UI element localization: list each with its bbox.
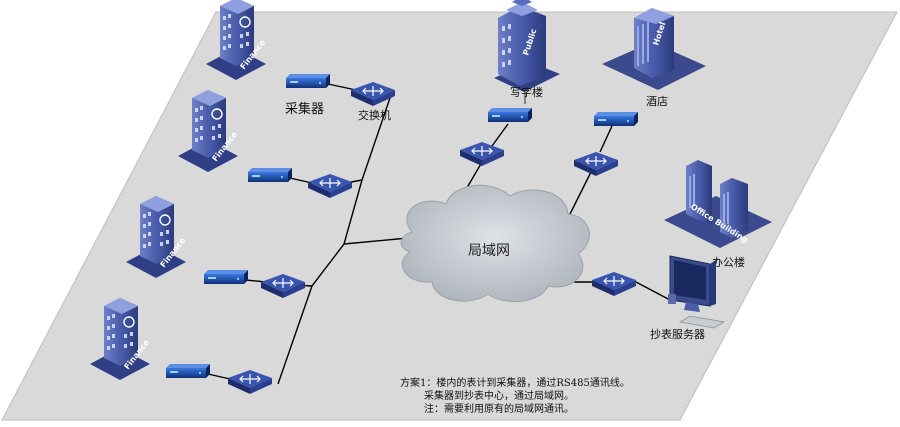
collector-3 [204, 270, 248, 284]
collector-4 [166, 364, 210, 378]
server-label: 抄表服务器 [650, 327, 705, 341]
collector-5 [488, 108, 532, 122]
collector-6 [594, 112, 638, 126]
office-building-label: 办公楼 [712, 255, 745, 269]
hotel-label: 酒店 [646, 94, 668, 108]
collector-label: 采集器 [285, 101, 324, 117]
collector-2 [248, 168, 292, 182]
office-building: Office Building [664, 160, 772, 248]
office-tower-label: 写字楼 [510, 85, 543, 99]
hotel-building: Hotel [602, 8, 706, 90]
switch-label: 交换机 [358, 108, 391, 122]
note-line-1: 方案1：楼内的表计到采集器，通过RS485通讯线。 [400, 376, 630, 389]
server-computer [668, 255, 726, 329]
lan-cloud: 局域网 [400, 184, 590, 303]
scheme-notes: 方案1：楼内的表计到采集器，通过RS485通讯线。 采集器到抄表中心，通过局域网… [400, 376, 630, 415]
note-line-3: 注：需要利用原有的局域网通讯。 [424, 402, 574, 415]
collector-1 [286, 74, 330, 88]
lan-label: 局域网 [468, 243, 510, 259]
office-tower-building: Public [494, 0, 560, 92]
note-line-2: 采集器到抄表中心，通过局域网。 [424, 389, 574, 402]
